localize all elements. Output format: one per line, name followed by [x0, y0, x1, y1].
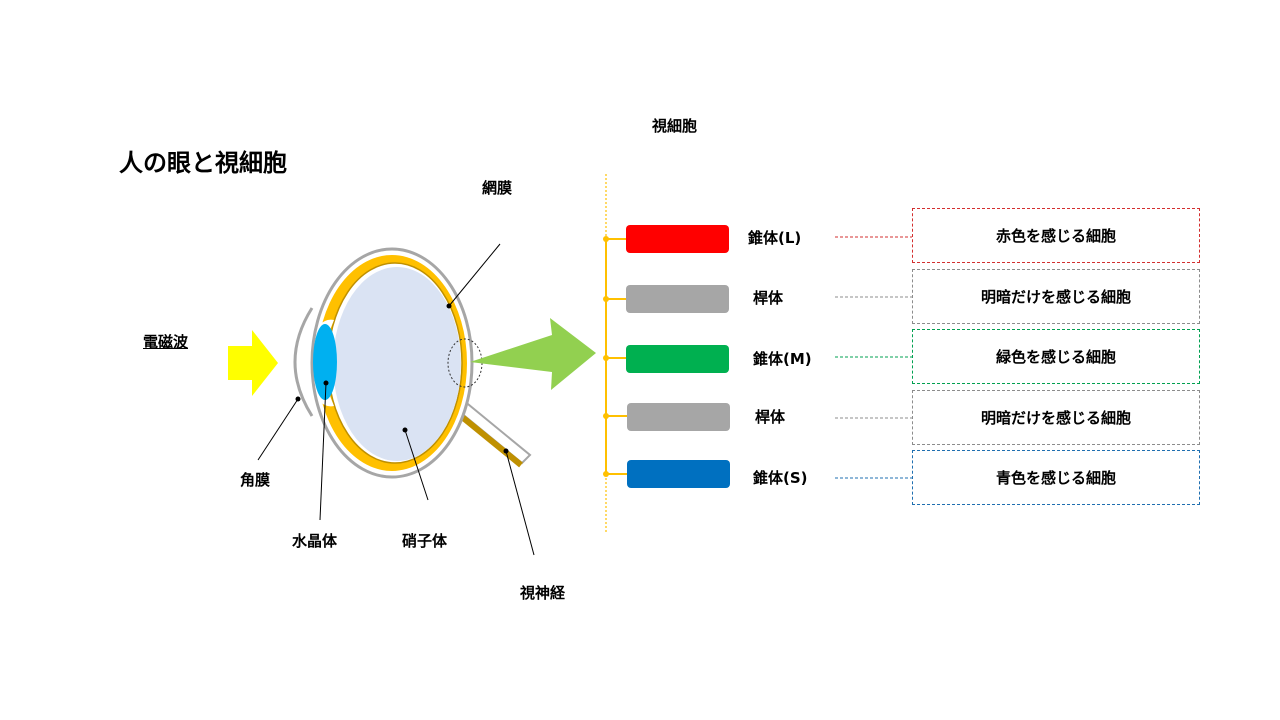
cell-label-cone-m: 錐体(M)	[753, 350, 812, 368]
optic-nerve	[454, 409, 523, 468]
retina-dot	[446, 303, 452, 309]
output-arrow	[470, 318, 596, 390]
swatch-rod-1	[626, 285, 729, 313]
optic-nerve-leader	[505, 450, 535, 556]
input-arrow	[228, 330, 278, 396]
desc-cone-l: 赤色を感じる細胞	[912, 208, 1200, 263]
lens-leader	[319, 382, 327, 521]
swatch-rod-2	[627, 403, 730, 431]
swatch-cone-s	[627, 460, 730, 488]
lens-dot	[323, 380, 329, 386]
vitreous-body	[333, 267, 461, 461]
label-cornea: 角膜	[240, 471, 271, 489]
desc-cone-s: 青色を感じる細胞	[912, 450, 1200, 505]
cell-label-rod-2: 桿体	[755, 408, 786, 426]
cell-label-rod-1: 桿体	[753, 289, 784, 307]
photoreceptor-connectors	[603, 236, 628, 477]
label-em-wave: 電磁波	[143, 333, 189, 351]
label-retina: 網膜	[482, 179, 513, 197]
desc-rod-1: 明暗だけを感じる細胞	[912, 269, 1200, 324]
optic-nerve-dot	[503, 448, 509, 454]
swatch-cone-l	[626, 225, 729, 253]
cornea-dot	[295, 396, 301, 402]
vitreous-dot	[402, 427, 408, 433]
swatch-cone-m	[626, 345, 729, 373]
cornea	[293, 307, 314, 417]
lens	[313, 324, 337, 400]
cell-label-cone-s: 錐体(S)	[753, 469, 808, 487]
label-lens: 水晶体	[292, 532, 338, 550]
desc-rod-2: 明暗だけを感じる細胞	[912, 390, 1200, 445]
retina-leader	[448, 243, 501, 307]
label-vitreous: 硝子体	[402, 532, 448, 550]
page-title: 人の眼と視細胞	[119, 149, 287, 177]
vitreous-leader	[404, 429, 429, 501]
desc-cone-m: 緑色を感じる細胞	[912, 329, 1200, 384]
cell-label-cone-l: 錐体(L)	[748, 229, 802, 247]
cornea-leader	[257, 398, 299, 461]
label-photoreceptors: 視細胞	[652, 117, 698, 135]
label-optic-nerve: 視神経	[520, 584, 566, 602]
